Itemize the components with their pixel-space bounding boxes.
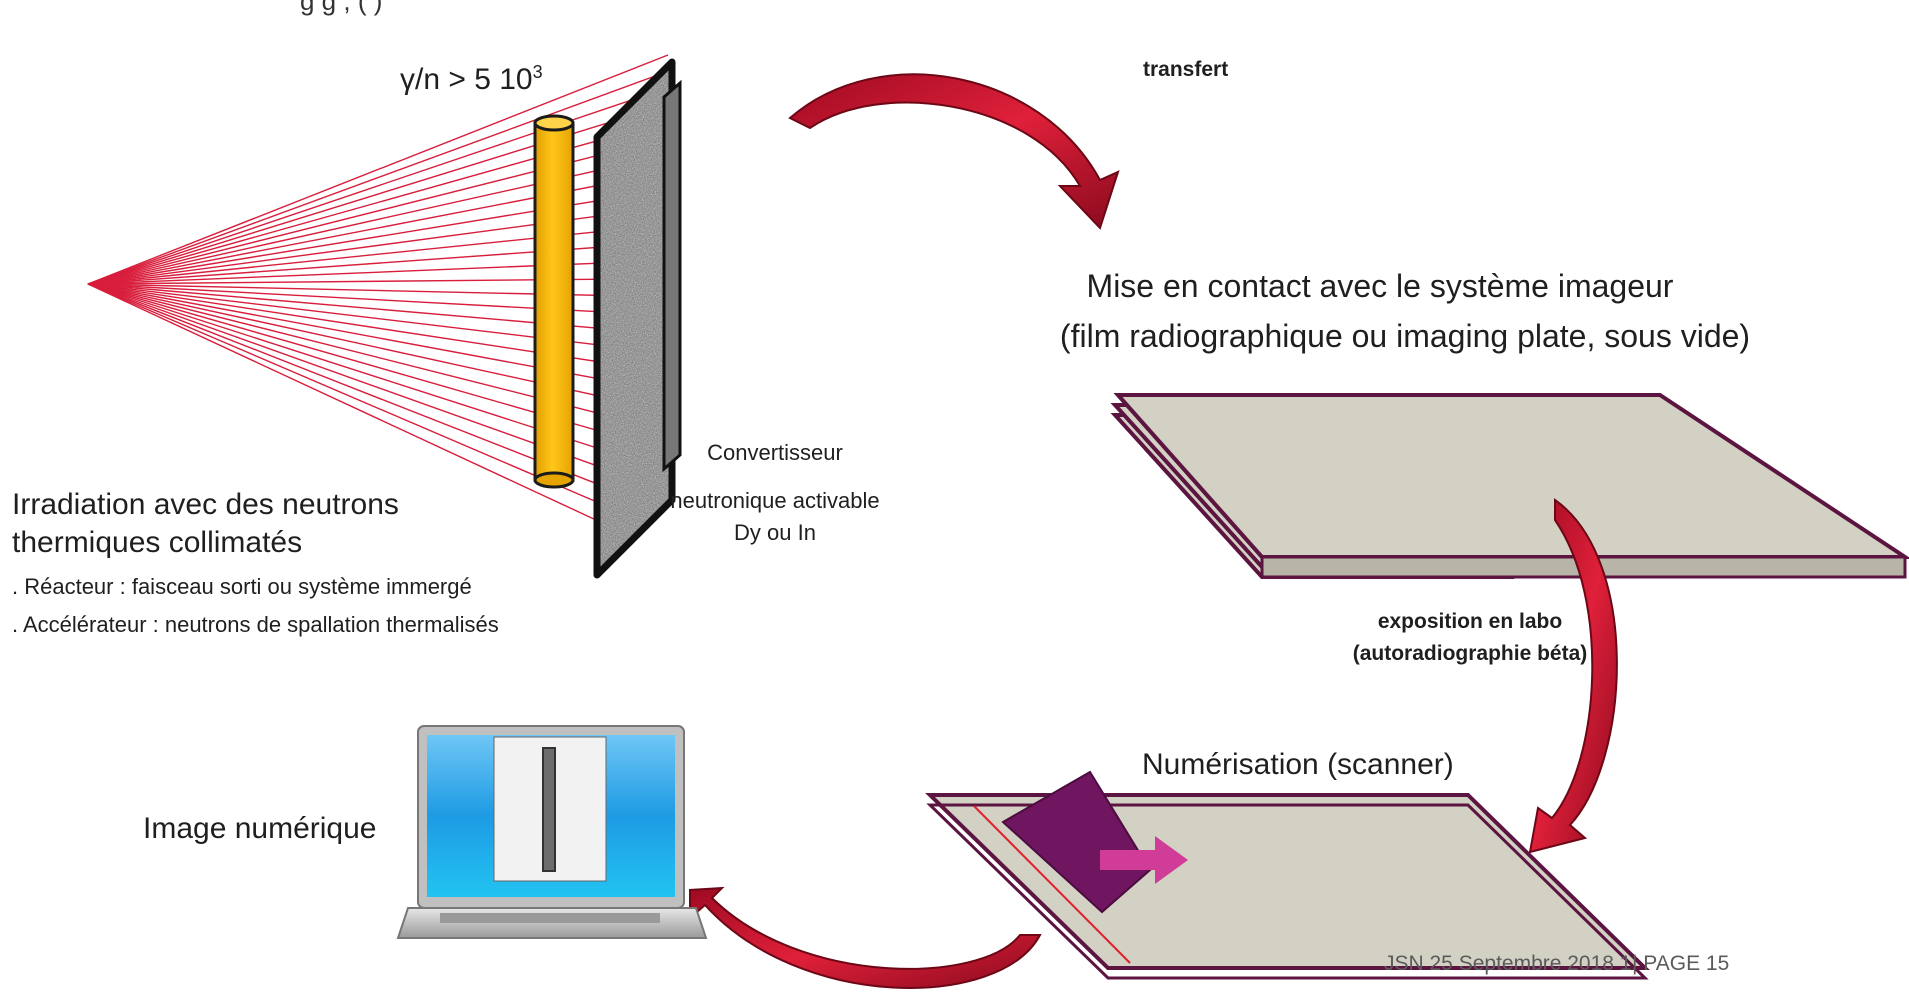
- contact-title-line2: (film radiographique ou imaging plate, s…: [1059, 318, 1751, 354]
- irradiation-bullet-accelerator: . Accélérateur : neutrons de spallation …: [12, 612, 499, 637]
- converter-plate: [593, 58, 682, 579]
- footer-page: | PAGE 15: [1632, 952, 1730, 975]
- beam-ray: [87, 71, 666, 285]
- fuel-rod-cylinder: [533, 114, 575, 489]
- converter-label-line3: Dy ou In: [734, 520, 816, 545]
- exposure-label-line1: exposition en labo: [1377, 610, 1563, 633]
- laptop-computer: [396, 725, 708, 939]
- top-caption-partial: g g , ( ): [300, 0, 383, 16]
- beam-ray: [87, 283, 605, 469]
- irradiation-line2: thermiques collimatés: [12, 526, 303, 559]
- beam-ray: [87, 283, 597, 521]
- beam-ray: [87, 283, 607, 452]
- contact-title-line1: Mise en contact avec le système imageur: [1086, 268, 1674, 304]
- irradiation-line1: Irradiation avec des neutrons: [12, 488, 399, 521]
- beam-ray: [87, 283, 613, 418]
- transfer-arrow: [788, 73, 1120, 230]
- irradiation-bullet-reactor: . Réacteur : faisceau sorti ou système i…: [12, 574, 472, 599]
- exposure-label-line2: (autoradiographie béta): [1352, 642, 1588, 665]
- exposure-arrow: [1528, 498, 1618, 854]
- beam-ray: [87, 283, 615, 401]
- beam-ray: [87, 283, 599, 504]
- beam-ray: [87, 283, 621, 366]
- beam-ray: [87, 283, 610, 435]
- digitization-label: Numérisation (scanner): [1142, 748, 1454, 781]
- ratio-exponent: 3: [532, 62, 543, 82]
- scanner-bed: [925, 770, 1650, 980]
- gamma-neutron-ratio: γ/n > 5 103: [400, 62, 543, 97]
- transfer-label: transfert: [1143, 58, 1229, 81]
- digital-image-label: Image numérique: [143, 812, 377, 845]
- beam-ray: [87, 54, 669, 285]
- footer-event: JSN 25 Septembre 2018 1.: [1384, 952, 1638, 975]
- ratio-base: γ/n > 5 10: [400, 63, 533, 96]
- beam-ray: [87, 283, 618, 383]
- beam-ray: [87, 283, 602, 487]
- digitize-to-image-arrow: [689, 886, 1042, 989]
- imaging-plate-stack: [1110, 393, 1909, 579]
- neutron-beam-rays: [87, 54, 669, 521]
- converter-label-line1: Convertisseur: [707, 440, 843, 465]
- converter-label-line2: neutronique activable: [670, 488, 880, 513]
